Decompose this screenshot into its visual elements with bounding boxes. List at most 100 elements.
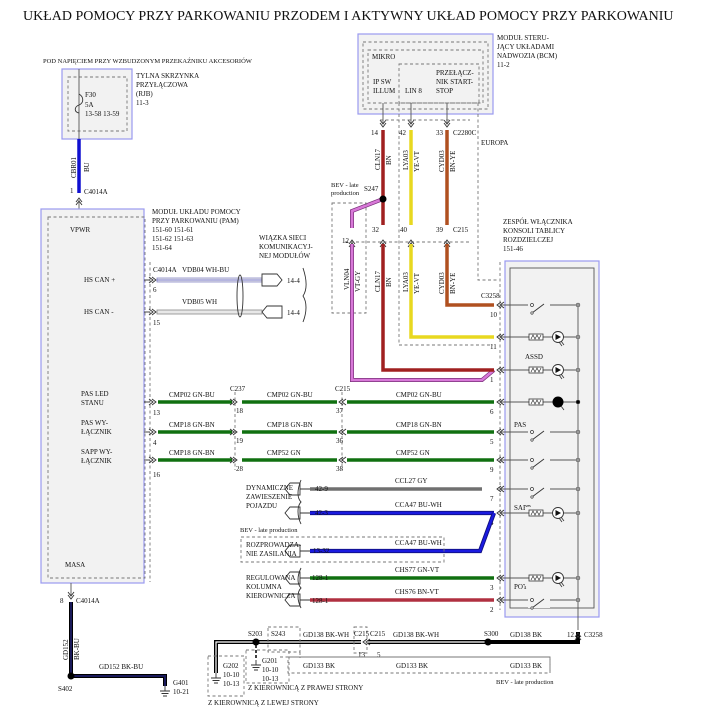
ref-13-32: 13-32 <box>313 547 330 555</box>
switch-pin-label: 2 <box>490 606 494 614</box>
wire-label: BN <box>385 277 393 287</box>
switch-assy-name-2: KONSOLI TABLICY <box>503 227 565 235</box>
wire-label: CMP18 GN-BN <box>396 421 442 429</box>
power-dist-name: ROZPROWADZA- <box>246 541 302 549</box>
pam-name-2: PRZY PARKOWANIU (PAM) <box>152 217 239 225</box>
splice-s203-label: S203 <box>248 630 263 638</box>
pam-pin-6: 6 <box>153 286 157 294</box>
splice-s203 <box>252 638 260 646</box>
wire-label: VT-GY <box>354 271 362 292</box>
wire-label: CHS76 BN-VT <box>395 588 439 596</box>
wire-cbr01-code: CBR01 <box>70 156 78 178</box>
wire-label: CMP52 GN <box>396 449 430 457</box>
bev-label: BEV - late <box>331 182 359 189</box>
rjb-name-2: PRZYŁĄCZOWA <box>136 81 188 89</box>
column-name-3: KIEROWNICZA <box>246 592 295 600</box>
wire-label: CMP18 GN-BN <box>169 421 215 429</box>
switch-pin-label: 3 <box>490 584 494 592</box>
c215-pin-37: 37 <box>336 407 344 415</box>
label-pot: POT <box>514 583 528 591</box>
wire-label: CMP02 GN-BU <box>267 391 313 399</box>
resistor-icon <box>528 574 544 582</box>
switch-pin-label: 6 <box>490 408 494 416</box>
wire-label: CYD03 <box>438 272 446 294</box>
bcm-mikro: MIKRO <box>372 53 395 61</box>
pam-pas-led-2: STANU <box>81 399 104 407</box>
network-name-2: KOMUNIKACYJ- <box>259 243 313 251</box>
wire-lya03-lower <box>409 244 494 339</box>
wire-label: VLN04 <box>343 268 351 290</box>
network-name: WIĄZKA SIECI <box>259 234 307 242</box>
ground-g201-ref: 10-10 <box>262 666 279 674</box>
wire-label: CYD03 <box>438 150 446 172</box>
pam-name-4: 151-62 151-63 <box>152 235 194 243</box>
switch-assy-box <box>504 260 600 618</box>
led-icon <box>552 396 564 408</box>
ground-g202-ref: 10-10 <box>223 671 240 679</box>
green-wires <box>144 392 494 470</box>
wire-label: LYA03 <box>402 272 410 292</box>
wire-label: BN-YE <box>449 273 457 294</box>
bcm-name: MODUŁ STERU- <box>497 34 550 42</box>
bcm-pin-33: 33 <box>436 129 444 137</box>
wire-label: GD133 BK <box>510 662 542 670</box>
bcm-box <box>357 33 494 115</box>
rjb-header: POD NAPIĘCIEM PRZY WZBUDZONYM PRZEKAŹNIK… <box>43 57 253 65</box>
splice-s402-label: S402 <box>58 685 73 693</box>
power-bev-label: BEV - late production <box>240 527 298 534</box>
can-minus-connector-icon <box>261 305 283 319</box>
connector-c4014a-gnd: C4014A <box>76 597 100 605</box>
wire-label: CLN17 <box>374 149 382 171</box>
label-rhd: Z KIEROWNICĄ Z PRAWEJ STRONY <box>248 684 363 692</box>
wire-label: YE-VT <box>413 150 421 172</box>
ground-g401-icon <box>159 685 171 697</box>
ground-g401: G401 <box>173 679 189 687</box>
bcm-ipsw: IP SW <box>373 78 392 86</box>
pam-pin-16: 16 <box>153 471 161 479</box>
label-pas: PAS <box>514 421 526 429</box>
ref-42-3: 42-3 <box>315 509 328 517</box>
diagram-title: UKŁAD POMOCY PRZY PARKOWANIU PRZODEM I A… <box>23 9 674 24</box>
resistor-icon <box>528 333 544 341</box>
wire-label: BK-BU <box>73 638 81 660</box>
wire-label: CMP02 GN-BU <box>396 391 442 399</box>
ground-g202-icon <box>210 672 222 684</box>
pam-pin-4: 4 <box>153 439 157 447</box>
network-ref-plus: 14-4 <box>287 277 300 285</box>
fuse-refs: 13-58 13-59 <box>85 110 120 118</box>
pam-pas-wy-2: ŁĄCZNIK <box>81 428 112 436</box>
splice-s243-label: S243 <box>271 630 286 638</box>
column-name-2: KOLUMNA <box>246 583 282 591</box>
wire-cbr01-color: BU <box>83 162 91 172</box>
wire-cca47-power <box>310 512 496 553</box>
c215-pin-38: 38 <box>336 465 344 473</box>
wire-label: CMP18 GN-BN <box>169 449 215 457</box>
wire-label: CHS77 GN-VT <box>395 566 440 574</box>
suspension-name: DYNAMICZNE <box>246 484 293 492</box>
can-plus-connector-icon <box>261 273 283 287</box>
wire-vdb04: VDB04 WH-BU <box>182 266 229 274</box>
twisted-pair-icon <box>236 274 244 318</box>
connector-c3258: C3258 <box>481 292 500 300</box>
wire-label: GD152 BK-BU <box>99 663 143 671</box>
wire-label: GD133 BK <box>396 662 428 670</box>
splice-s247: S247 <box>364 185 379 193</box>
pam-hs-can-minus: HS CAN - <box>84 308 114 316</box>
rjb-name: TYLNA SKRZYNKA <box>136 72 199 80</box>
wire-label: CMP02 GN-BU <box>169 391 215 399</box>
europa-label: EUROPA <box>481 139 508 147</box>
resistor-icon <box>528 398 544 406</box>
bcm-name-2: JĄCY UKŁADAMI <box>497 43 555 51</box>
c215-pin-12: 12 <box>342 237 350 245</box>
switch-pin-label: 1 <box>490 376 494 384</box>
pin-5: 5 <box>377 651 381 659</box>
fuse-icon <box>74 93 84 114</box>
c215-pin-40: 40 <box>400 226 408 234</box>
wire-label: GD152 <box>62 639 70 660</box>
label-assd: ASSD <box>525 353 543 361</box>
label-sapp: SAPP <box>514 504 531 512</box>
wire-gd138-bk-wh-1 <box>215 641 361 673</box>
rjb-name-4: 11-3 <box>136 99 149 107</box>
switch-pin-label: 7 <box>490 495 494 503</box>
